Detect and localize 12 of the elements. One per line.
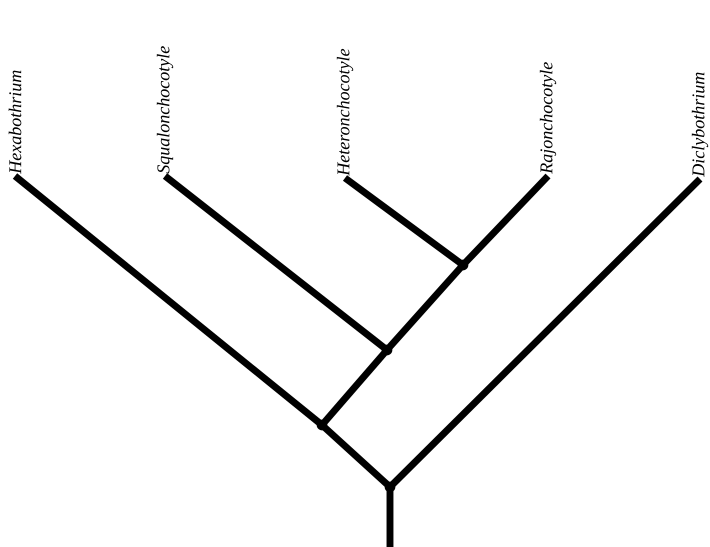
taxon-label: Heteronchocotyle <box>336 48 354 176</box>
branch-line <box>384 262 466 352</box>
taxon-label: Diclybothrium <box>692 72 708 177</box>
branch-line <box>320 422 392 490</box>
branch-line <box>460 174 550 268</box>
branch-line <box>12 173 324 428</box>
branch-line <box>319 348 390 428</box>
branch-line <box>388 176 702 490</box>
taxon-label: Rajonchocotyle <box>540 62 556 174</box>
taxon-label: Hexabothrium <box>8 70 22 174</box>
branch-line <box>162 173 390 353</box>
taxon-label: Squalonchocotyle <box>156 46 174 174</box>
